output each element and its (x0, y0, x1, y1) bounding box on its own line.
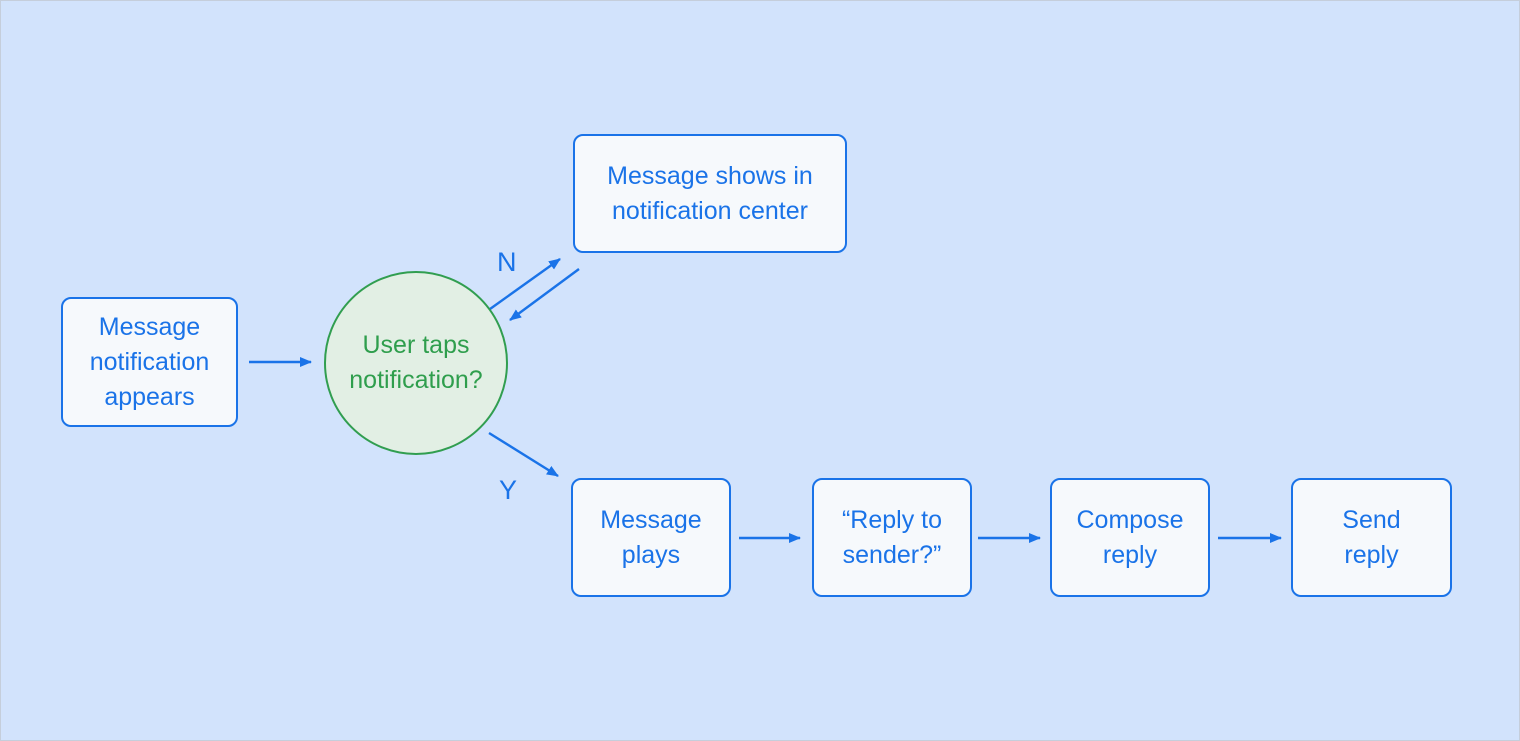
edge-label-yes: Y (499, 475, 518, 505)
node-user-taps-notification-decision: User taps notification? (324, 271, 508, 455)
arrow-notification-center-to-decision (509, 268, 580, 321)
node-compose-reply: Compose reply (1050, 478, 1210, 597)
node-message-plays: Message plays (571, 478, 731, 597)
arrow-decision-to-message-plays (488, 431, 559, 478)
edge-label-no: N (497, 247, 517, 277)
node-message-notification-appears: Message notification appears (61, 297, 238, 427)
node-message-shows-in-notification-center: Message shows in notification center (573, 134, 847, 253)
node-reply-to-sender-prompt: “Reply to sender?” (812, 478, 972, 597)
node-send-reply: Send reply (1291, 478, 1452, 597)
